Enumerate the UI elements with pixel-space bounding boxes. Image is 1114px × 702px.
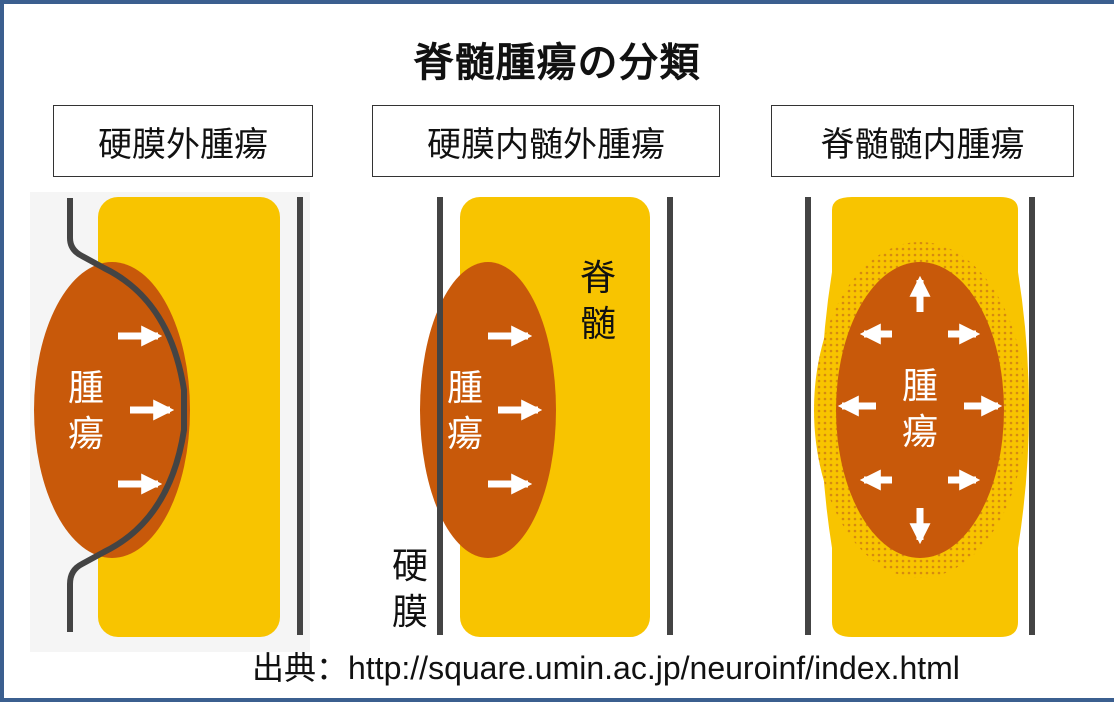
panel-intradural-extramedullary: 腫瘍 脊髄 硬膜	[392, 197, 673, 637]
push-arrows-2	[488, 325, 543, 495]
panel-epidural: 腫瘍	[34, 197, 303, 637]
dura-label: 硬膜	[392, 546, 428, 633]
push-arrows-1	[118, 325, 175, 495]
tumor-label-2: 腫瘍	[447, 368, 483, 455]
tumor-label-3: 腫瘍	[902, 366, 938, 453]
label-intradural-extramedullary-tumor: 硬膜内髄外腫瘍	[372, 105, 720, 177]
expand-arrows-3	[837, 275, 1003, 545]
label-intramedullary-tumor: 脊髄髄内腫瘍	[771, 105, 1074, 177]
spinal-cord-label: 脊髄	[580, 258, 616, 345]
tumor-label-1: 腫瘍	[68, 368, 104, 455]
figure-title: 脊髄腫瘍の分類	[413, 40, 701, 86]
source-url: http://square.umin.ac.jp/neuroinf/index.…	[348, 650, 960, 686]
source-citation: 出典：http://square.umin.ac.jp/neuroinf/ind…	[252, 643, 960, 689]
dura-line-1	[67, 198, 187, 632]
label-epidural-tumor: 硬膜外腫瘍	[53, 105, 313, 177]
panel-intramedullary: 腫瘍	[805, 197, 1035, 637]
source-prefix: 出典：	[252, 649, 349, 687]
